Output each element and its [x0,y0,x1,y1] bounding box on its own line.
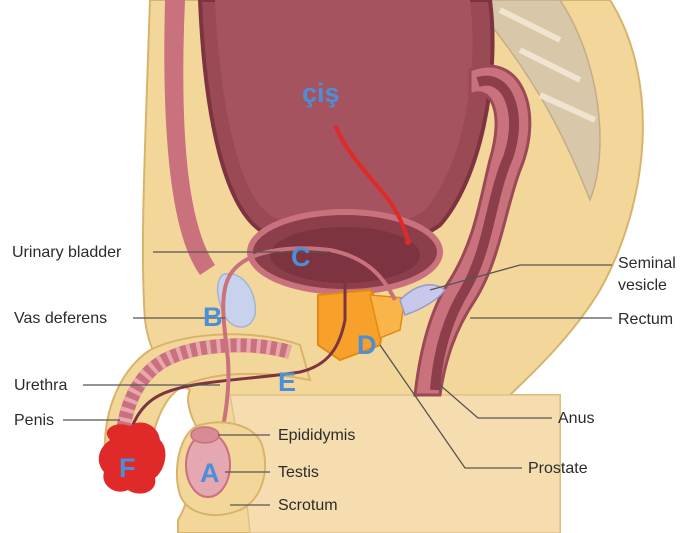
label-scrotum: Scrotum [278,497,338,514]
label-prostate: Prostate [528,460,588,477]
letter-f: F [119,453,136,483]
label-epididymis: Epididymis [278,427,355,444]
letter-c: C [291,242,311,272]
label-seminal-vesicle-line2: vesicle [618,277,667,294]
letter-e: E [278,367,296,397]
label-urinary-bladder: Urinary bladder [12,244,122,261]
epididymis [191,427,219,443]
red-marker-dot [405,239,411,245]
bladder-highlight [215,0,473,229]
label-urethra: Urethra [14,377,67,394]
label-penis: Penis [14,412,54,429]
label-testis: Testis [278,464,319,481]
annotation-text: çiş [302,78,340,108]
letter-b: B [203,302,223,332]
label-rectum: Rectum [618,311,673,328]
label-seminal-vesicle-line1: Seminal [618,255,676,272]
label-anus: Anus [558,410,594,427]
letter-d: D [357,330,377,360]
letter-a: A [200,458,220,488]
label-vas-deferens: Vas deferens [14,310,107,327]
